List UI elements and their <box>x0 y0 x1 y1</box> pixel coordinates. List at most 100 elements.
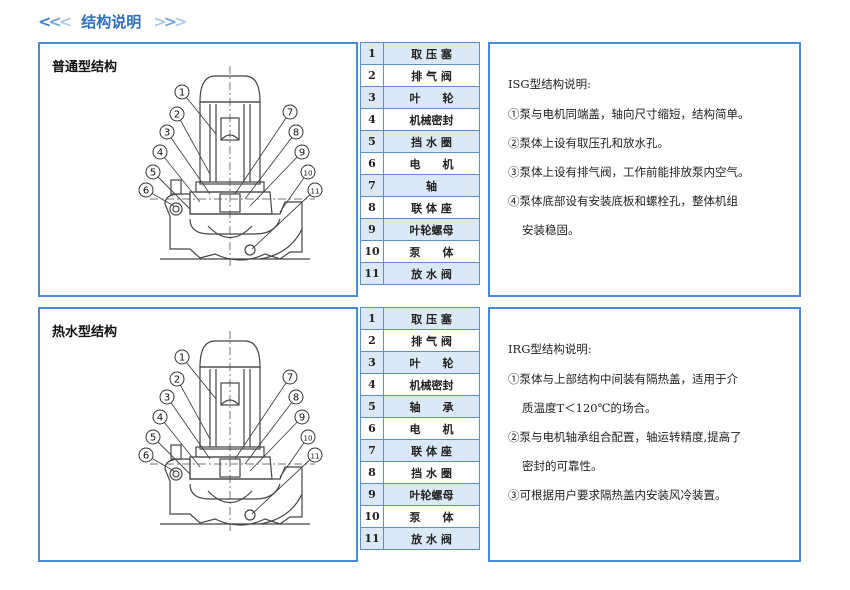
part-number: 3 <box>360 351 384 374</box>
part-name: 联 体 座 <box>383 439 480 462</box>
callout-number: 9 <box>299 148 305 159</box>
description-line: ②泵与电机轴承组合配置，轴运转精度,提高了 <box>508 430 742 444</box>
chevrons-right-icon: >>> <box>153 11 187 31</box>
description-item: ③泵体上设有排气阀，工作前能排放泵内空气。 <box>508 164 750 180</box>
part-number: 2 <box>360 329 384 352</box>
part-number: 5 <box>360 130 384 153</box>
part-name: 排 气 阀 <box>383 64 480 87</box>
part-number: 7 <box>360 439 384 462</box>
callout-circle <box>300 164 316 180</box>
part-name: 轴 承 <box>383 395 480 418</box>
description: IRG型结构说明: ①泵体与上部结构中间装有隔热盖，适用于介质温度T＜120℃的场… <box>508 341 742 516</box>
callout-circle <box>159 124 175 140</box>
callout-circle <box>294 144 310 160</box>
pump-body <box>160 444 310 526</box>
leader-line <box>176 378 211 440</box>
description-heading: IRG型结构说明: <box>508 342 592 356</box>
callout-circle <box>145 429 161 445</box>
part-name: 取 压 塞 <box>383 307 480 330</box>
callout-circle <box>282 104 298 120</box>
leader-line <box>166 131 211 195</box>
part-number: 4 <box>360 108 384 131</box>
description-panel-isg: ISG型结构说明:①泵与电机同端盖，轴向尺寸缩短，结构简单。②泵体上设有取压孔和… <box>488 42 801 297</box>
callout-number: 7 <box>287 108 293 119</box>
part-number: 6 <box>360 152 384 175</box>
part-number: 2 <box>360 64 384 87</box>
motor <box>195 340 265 458</box>
callout-circle <box>138 182 154 198</box>
description-item: ②泵体上设有取压孔和放水孔。 <box>508 135 750 151</box>
leader-line <box>279 171 309 213</box>
leader-line <box>181 356 217 400</box>
leader-line <box>244 396 297 465</box>
callout-circle <box>174 349 190 365</box>
callout-circle <box>159 389 175 405</box>
callout-number: 10 <box>304 170 313 178</box>
part-number: 3 <box>360 86 384 109</box>
leader-line <box>251 454 316 515</box>
part-name: 排 气 阀 <box>383 329 480 352</box>
description-line: 密封的可靠性。 <box>522 459 603 473</box>
callout-number: 2 <box>174 110 180 121</box>
part-name: 泵 体 <box>383 240 480 263</box>
callout-circle <box>152 409 168 425</box>
part-number: 5 <box>360 395 384 418</box>
part-name: 电 机 <box>383 152 480 175</box>
callout-circle <box>307 447 323 463</box>
description-item: ②泵与电机轴承组合配置，轴运转精度,提高了密封的可靠性。 <box>508 429 742 474</box>
leader-line <box>244 131 297 200</box>
leader-line <box>181 91 217 135</box>
callout-circle <box>294 409 310 425</box>
pump-structure-diagram: 1 2 3 4 5 6 7 8 9 10 11 <box>138 66 323 269</box>
callout-number: 8 <box>293 128 299 139</box>
part-name: 挡 水 圈 <box>383 461 480 484</box>
part-number: 8 <box>360 461 384 484</box>
description-line: ④泵体底部设有安装底板和螺栓孔，整体机组 <box>508 194 738 208</box>
part-name: 机械密封 <box>383 108 480 131</box>
callout-circle <box>138 447 154 463</box>
description-line: 安装稳固。 <box>522 223 580 237</box>
callout-number: 11 <box>311 188 320 196</box>
description-line: ①泵与电机同端盖，轴向尺寸缩短，结构简单。 <box>508 107 750 121</box>
part-number: 11 <box>360 262 384 285</box>
part-name: 泵 体 <box>383 505 480 528</box>
callout-number: 4 <box>157 148 163 159</box>
part-number: 9 <box>360 218 384 241</box>
part-number: 11 <box>360 527 384 550</box>
description-line: ①泵体与上部结构中间装有隔热盖，适用于介 <box>508 372 738 386</box>
part-name: 机械密封 <box>383 373 480 396</box>
callout-circle <box>282 369 298 385</box>
callout-circle <box>307 182 323 198</box>
part-number: 1 <box>360 307 384 330</box>
description-item: ①泵体与上部结构中间装有隔热盖，适用于介质温度T＜120℃的场合。 <box>508 371 742 416</box>
callout-number: 3 <box>164 128 170 139</box>
callout-circle <box>169 371 185 387</box>
pump-structure-diagram: 1 2 3 4 5 6 7 8 9 10 11 <box>138 331 323 534</box>
part-name: 轴 <box>383 174 480 197</box>
leader-line <box>234 111 291 195</box>
callout-number: 10 <box>304 435 313 443</box>
callout-number: 2 <box>174 375 180 386</box>
description: ISG型结构说明:①泵与电机同端盖，轴向尺寸缩短，结构简单。②泵体上设有取压孔和… <box>508 76 750 251</box>
callout-circle <box>145 164 161 180</box>
description-line: ③泵体上设有排气阀，工作前能排放泵内空气。 <box>508 165 750 179</box>
